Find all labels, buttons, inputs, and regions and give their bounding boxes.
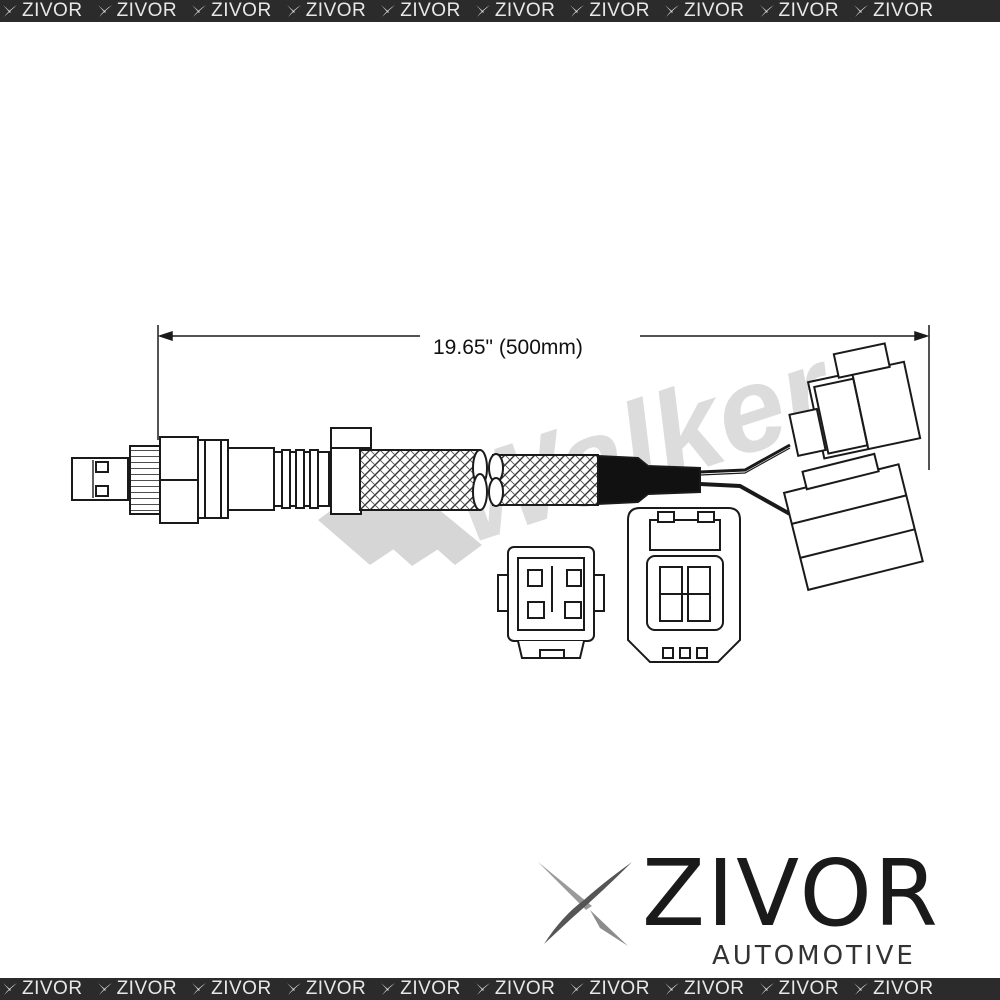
lower-connector (782, 452, 924, 592)
banner-item: ZIVOR (284, 0, 367, 22)
sensor-body (71, 427, 372, 524)
banner-item: ZIVOR (378, 0, 461, 22)
banner-item: ZIVOR (95, 0, 178, 22)
banner-text: ZIVOR (116, 0, 178, 21)
x-swoosh-icon (538, 862, 632, 946)
x-swoosh-icon (570, 983, 585, 995)
banner-text: ZIVOR (211, 978, 272, 999)
banner-item: ZIVOR (473, 0, 556, 22)
banner-item: ZIVOR (473, 978, 556, 1000)
x-swoosh-icon (3, 5, 17, 17)
lead-wires (699, 443, 791, 516)
braided-cable-left (359, 449, 488, 511)
banner-item: ZIVOR (95, 978, 178, 1000)
x-swoosh-icon (570, 5, 585, 17)
dimension-line (157, 325, 930, 470)
connector-face-b (627, 507, 741, 663)
connector-face-a (497, 546, 605, 659)
banner-item: ZIVOR (567, 978, 650, 1000)
banner-text: ZIVOR (211, 0, 272, 21)
banner-item: ZIVOR (851, 978, 934, 1000)
banner-text: ZIVOR (116, 978, 178, 999)
banner-item: ZIVOR (0, 978, 83, 1000)
zivor-logo-text: ZIVOR (642, 840, 940, 947)
banner-item: ZIVOR (189, 978, 272, 1000)
banner-item: ZIVOR (189, 0, 272, 22)
banner-text: ZIVOR (400, 0, 461, 21)
banner-text: ZIVOR (873, 0, 934, 21)
x-swoosh-icon (97, 983, 112, 995)
x-swoosh-icon (286, 5, 301, 17)
x-swoosh-icon (854, 983, 869, 995)
banner-text: ZIVOR (683, 978, 745, 999)
zivor-tagline: AUTOMOTIVE (712, 941, 916, 971)
x-swoosh-icon (192, 5, 207, 17)
x-swoosh-icon (192, 983, 207, 995)
length-label: 19.65" (500mm) (433, 336, 583, 359)
upper-connector (788, 342, 922, 460)
banner-text: ZIVOR (22, 978, 83, 999)
top-watermark-banner: ZIVOR ZIVOR ZIVOR ZIVOR ZIVOR ZIVOR ZIVOR ZIVOR… (0, 0, 1000, 22)
banner-item: ZIVOR (567, 0, 650, 22)
x-swoosh-icon (381, 5, 396, 17)
banner-text: ZIVOR (589, 0, 650, 21)
x-swoosh-icon (475, 5, 490, 17)
x-swoosh-icon (381, 983, 396, 995)
walker-watermark: Walker (318, 319, 853, 570)
bottom-watermark-banner: ZIVOR ZIVOR ZIVOR ZIVOR ZIVOR ZIVOR ZIVOR ZIVOR… (0, 978, 1000, 1000)
banner-text: ZIVOR (778, 0, 840, 21)
x-swoosh-icon (759, 983, 774, 995)
banner-item: ZIVOR (284, 978, 367, 1000)
braided-cable-right (488, 453, 701, 507)
x-swoosh-icon (854, 5, 869, 17)
x-swoosh-icon (664, 983, 679, 995)
banner-item: ZIVOR (757, 978, 840, 1000)
banner-item: ZIVOR (662, 0, 745, 22)
x-swoosh-icon (475, 983, 490, 995)
x-swoosh-icon (286, 983, 301, 995)
banner-item: ZIVOR (662, 978, 745, 1000)
banner-text: ZIVOR (494, 978, 556, 999)
banner-item: ZIVOR (0, 0, 83, 22)
banner-item: ZIVOR (378, 978, 461, 1000)
x-swoosh-icon (3, 983, 17, 995)
banner-item: ZIVOR (851, 0, 934, 22)
banner-text: ZIVOR (494, 0, 556, 21)
x-swoosh-icon (759, 5, 774, 17)
banner-text: ZIVOR (873, 978, 934, 999)
banner-text: ZIVOR (305, 0, 367, 21)
banner-text: ZIVOR (22, 0, 83, 21)
banner-text: ZIVOR (400, 978, 461, 999)
banner-text: ZIVOR (589, 978, 650, 999)
banner-item: ZIVOR (757, 0, 840, 22)
x-swoosh-icon (664, 5, 679, 17)
banner-text: ZIVOR (305, 978, 367, 999)
banner-text: ZIVOR (683, 0, 745, 21)
x-swoosh-icon (97, 5, 112, 17)
banner-text: ZIVOR (778, 978, 840, 999)
